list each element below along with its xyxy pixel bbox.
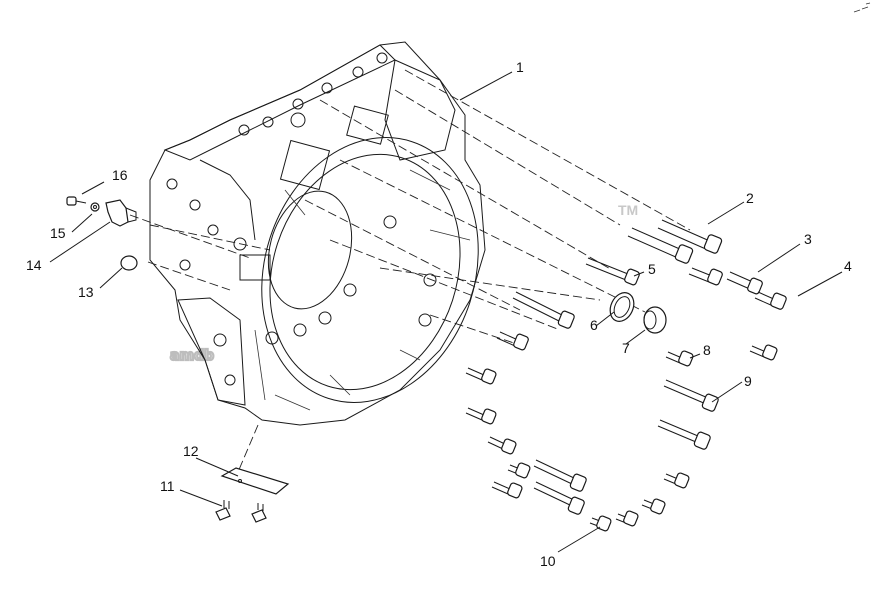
plug-13 xyxy=(120,255,138,271)
bolt-10h xyxy=(589,515,612,532)
washer-15 xyxy=(90,202,100,212)
bolt-8b xyxy=(749,344,778,361)
callout-10: 10 xyxy=(540,553,556,569)
cover-plate-12 xyxy=(220,467,290,495)
callout-11: 11 xyxy=(160,478,175,494)
watermark-text: amdb xyxy=(170,348,214,364)
callout-9: 9 xyxy=(744,373,752,389)
bolt-10b xyxy=(533,481,585,515)
bolt-mid-b xyxy=(465,367,497,385)
callout-7: 7 xyxy=(622,340,630,356)
callout-12: 12 xyxy=(183,443,199,459)
callout-14: 14 xyxy=(26,257,42,273)
bolt-10a xyxy=(533,459,587,492)
bolt-10d xyxy=(491,481,523,499)
bolt-long-2a xyxy=(657,219,723,254)
watermark: amdb TM xyxy=(169,202,638,365)
left-small-parts xyxy=(66,196,290,523)
bolt-10g xyxy=(615,510,639,527)
corner-mark xyxy=(853,2,871,13)
flange-bolt-holes xyxy=(166,52,437,386)
callout-16: 16 xyxy=(112,167,128,183)
callout-6: 6 xyxy=(590,317,598,333)
bolt-long-2b xyxy=(627,227,694,264)
bolt-11b xyxy=(251,503,267,523)
bolt-10f xyxy=(641,498,666,515)
sensor-14 xyxy=(105,199,137,227)
bolt-mid-c xyxy=(465,407,497,425)
bolt-9a xyxy=(663,379,719,412)
callout-1: 1 xyxy=(516,59,524,75)
bolt-16 xyxy=(66,196,87,206)
callout-leaders xyxy=(49,71,843,553)
bolt-set xyxy=(465,219,787,532)
bolt-6-long xyxy=(512,291,575,329)
callout-5: 5 xyxy=(648,261,656,277)
plug-7 xyxy=(643,306,667,334)
bolt-11a xyxy=(215,500,231,521)
bolt-10e xyxy=(663,472,690,489)
bolt-mid-d xyxy=(487,436,517,455)
projection-lines xyxy=(129,69,691,473)
callout-labels: 1 2 3 4 5 6 7 8 9 10 11 12 13 14 15 16 xyxy=(26,59,852,569)
stud-5 xyxy=(585,257,640,286)
seal-ring-6 xyxy=(609,292,635,322)
callout-13: 13 xyxy=(78,284,94,300)
bolt-mid-a xyxy=(496,331,529,351)
watermark-tm: TM xyxy=(618,202,638,218)
bolt-9b xyxy=(657,419,711,450)
bolt-10c xyxy=(507,462,531,479)
bolt-short-3b xyxy=(726,271,763,295)
callout-8: 8 xyxy=(703,342,711,358)
flywheel-housing xyxy=(149,41,486,426)
bolt-short-3a xyxy=(688,267,723,286)
callout-2: 2 xyxy=(746,190,754,206)
callout-4: 4 xyxy=(844,258,852,274)
callout-3: 3 xyxy=(804,231,812,247)
bolt-short-4 xyxy=(754,291,787,310)
callout-15: 15 xyxy=(50,225,66,241)
bolt-8 xyxy=(665,350,694,367)
